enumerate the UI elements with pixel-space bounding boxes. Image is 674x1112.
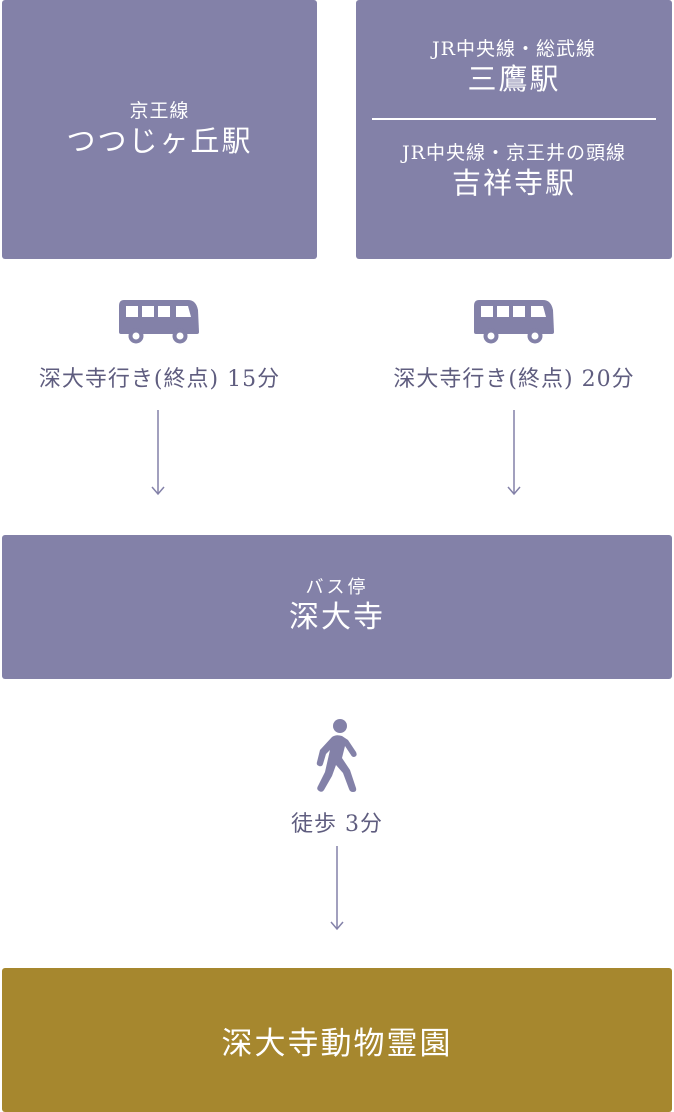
line-label: JR中央線・京王井の頭線	[402, 142, 626, 164]
station-name: 三鷹駅	[467, 61, 561, 96]
station-box-mitaka-kichijoji: JR中央線・総武線 三鷹駅 JR中央線・京王井の頭線 吉祥寺駅	[356, 0, 672, 259]
divider	[372, 118, 656, 120]
station-block-mitaka: JR中央線・総武線 三鷹駅	[356, 0, 672, 96]
bus-stop-box: バス停 深大寺	[2, 535, 672, 679]
arrow-down-icon	[330, 846, 344, 931]
bus-icon	[474, 300, 554, 344]
station-name: つつじヶ丘駅	[66, 123, 253, 158]
bus-route-text-right: 深大寺行き(終点) 20分	[393, 367, 635, 392]
bus-route-text-left: 深大寺行き(終点) 15分	[38, 367, 281, 392]
station-name: 吉祥寺駅	[451, 165, 576, 200]
line-label: JR中央線・総武線	[432, 38, 596, 60]
walk-time-text: 徒歩 3分	[291, 812, 383, 837]
line-label: 京王線	[129, 99, 190, 122]
destination-name: 深大寺動物霊園	[221, 1025, 453, 1062]
arrow-down-icon	[151, 410, 165, 496]
station-block-kichijoji: JR中央線・京王井の頭線 吉祥寺駅	[356, 120, 672, 201]
station-box-tsutsujigaoka: 京王線 つつじヶ丘駅	[2, 0, 317, 259]
bus-stop-name: 深大寺	[289, 600, 385, 636]
bus-icon	[119, 300, 199, 344]
bus-stop-label: バス停	[305, 577, 369, 599]
destination-box: 深大寺動物霊園	[2, 968, 672, 1112]
walking-person-icon	[316, 719, 357, 792]
arrow-down-icon	[507, 410, 521, 496]
